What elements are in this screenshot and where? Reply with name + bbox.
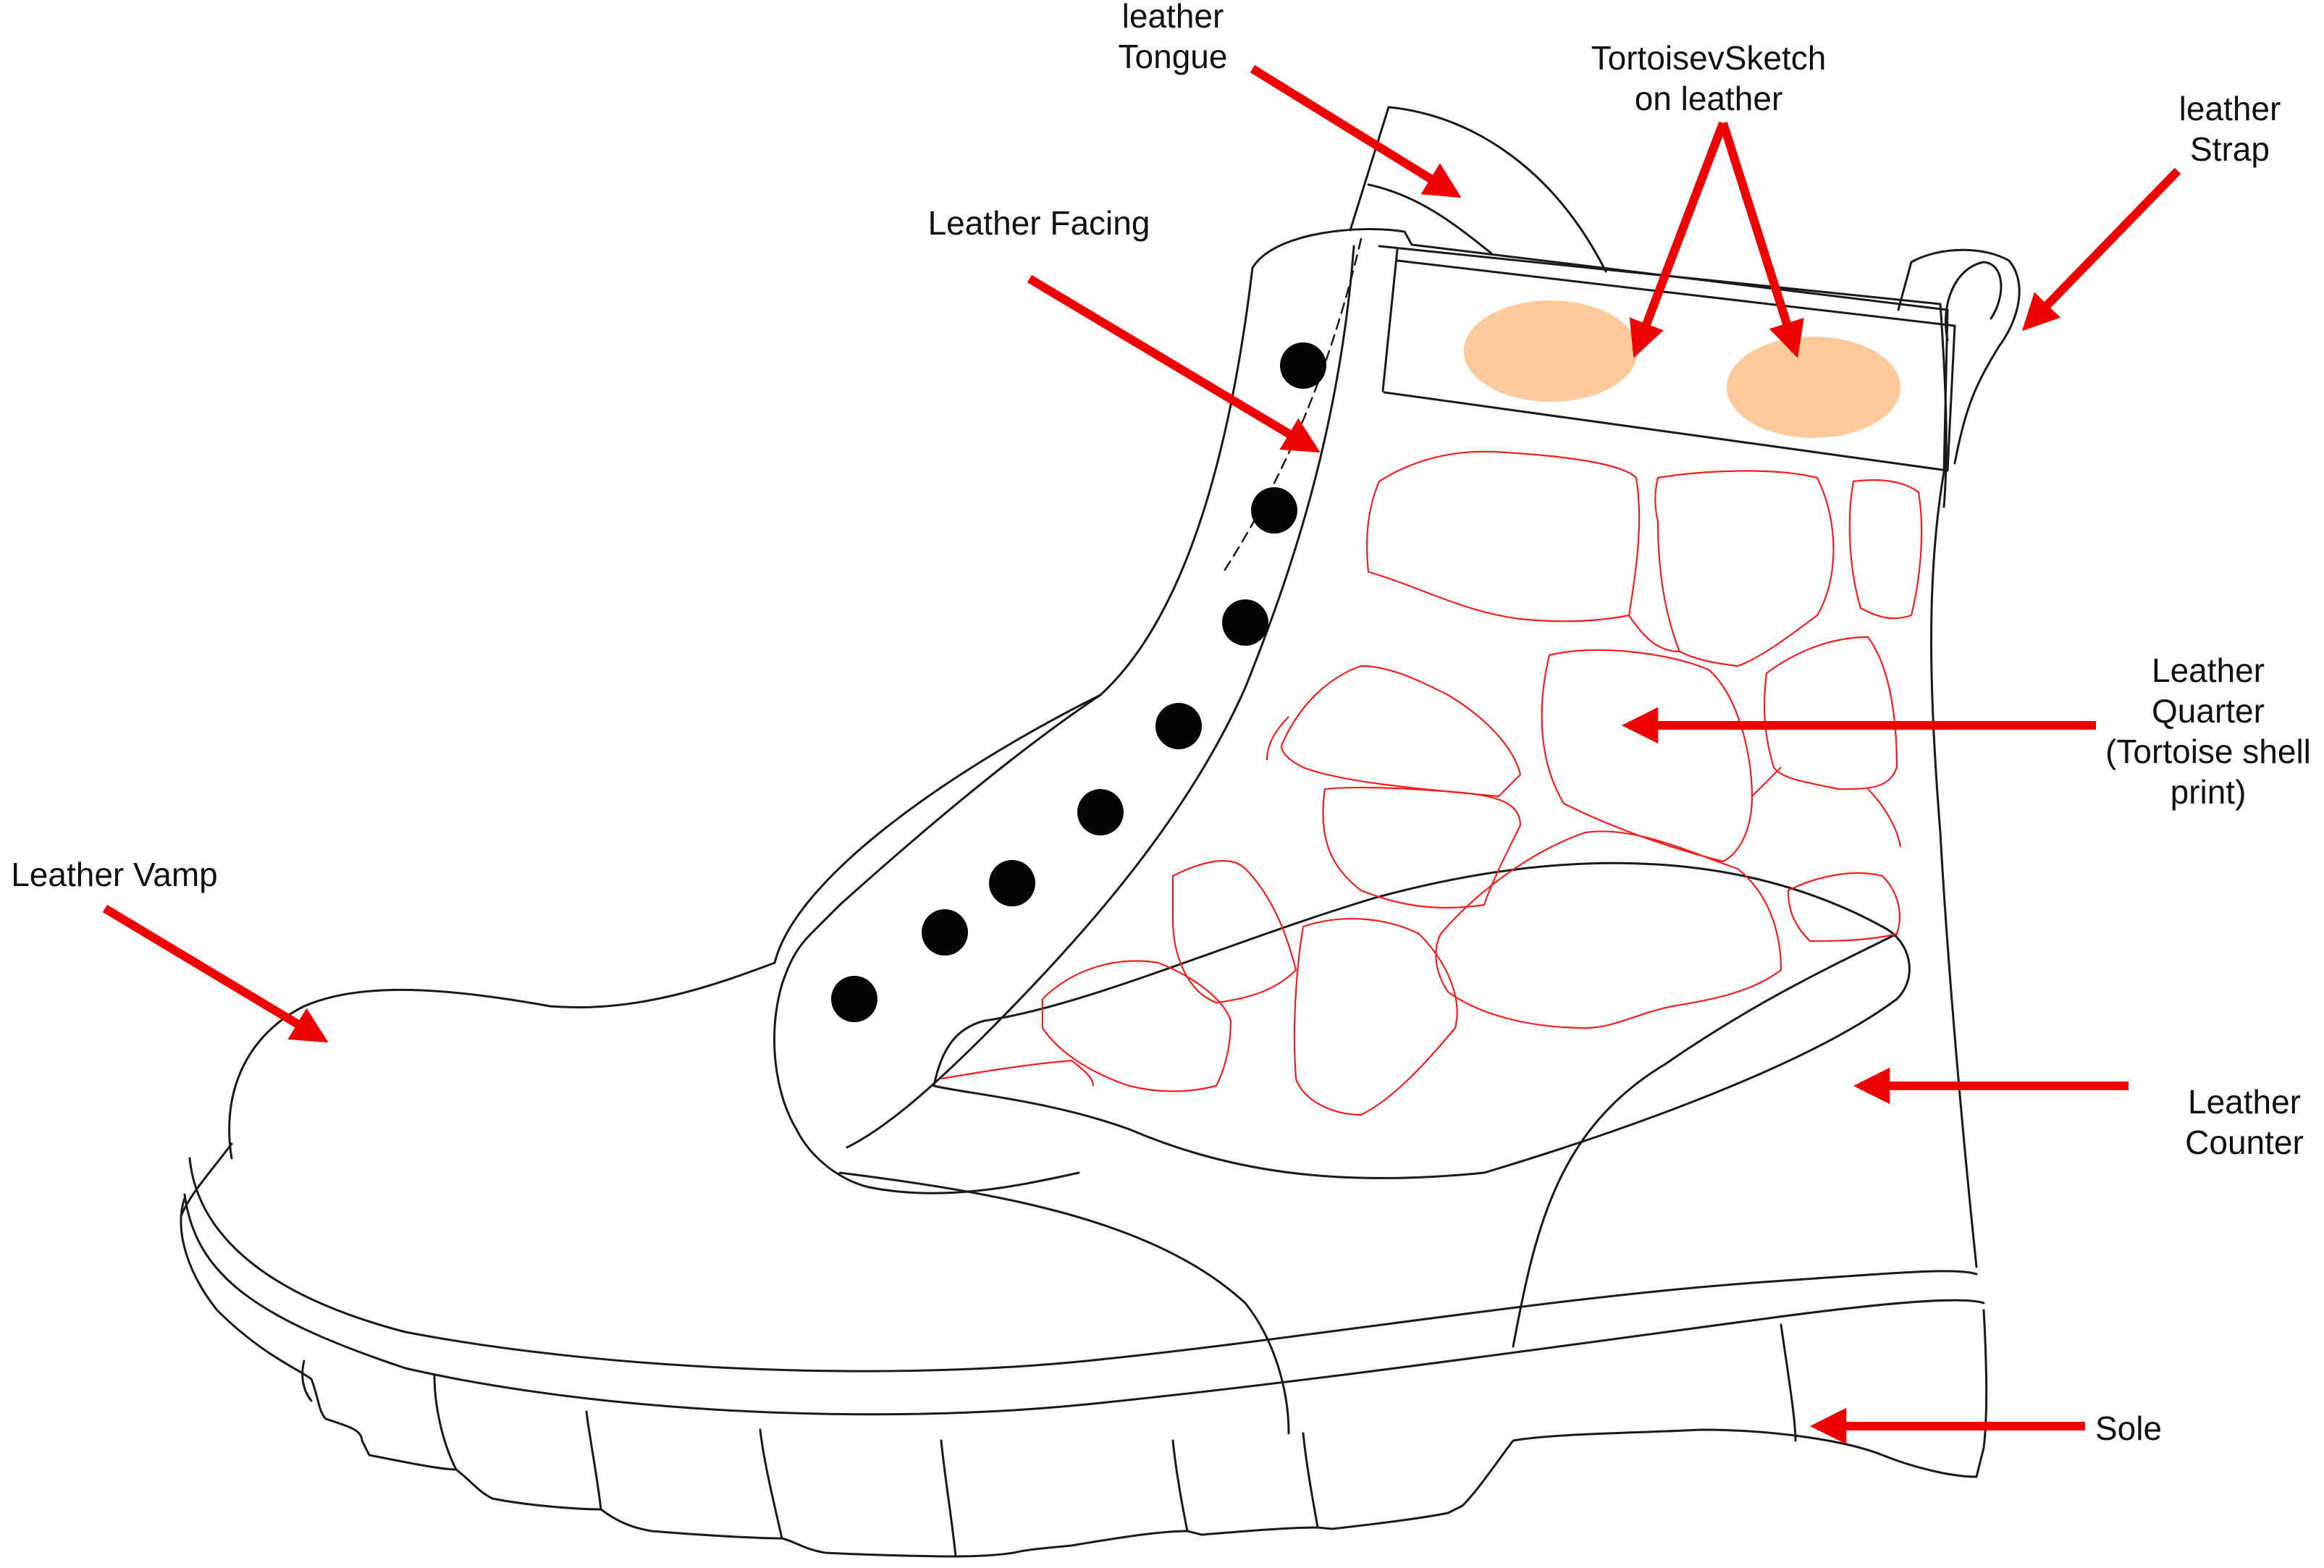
label-strap: leather Strap [2143, 88, 2317, 169]
eyelet [831, 976, 877, 1022]
shell-crack [1867, 788, 1902, 848]
shell-crack [1266, 716, 1289, 761]
eyelet [922, 909, 968, 956]
shell-cell [1171, 860, 1297, 1004]
label-quarter-line-4: print) [2170, 773, 2247, 811]
label-sketch: TortoisevSketch on leather [1542, 38, 1875, 119]
label-strap-line-1: leather [2178, 90, 2281, 127]
shell-crack [1751, 767, 1782, 797]
arrow-sketch-right [1719, 122, 1804, 358]
shell-cell [1654, 470, 1835, 667]
sole-lug-1 [301, 1360, 313, 1402]
sole-lug-4 [759, 1428, 783, 1540]
eyelet [1077, 789, 1124, 835]
sketch-patch-right [1727, 337, 1900, 438]
sole-lug-3 [585, 1410, 602, 1511]
label-strap-line-2: Strap [2190, 130, 2270, 168]
eyelet [1222, 599, 1268, 646]
arrow-strap [2021, 167, 2181, 332]
tortoise-sketch-patches [1464, 300, 1900, 438]
eyelet [989, 860, 1035, 906]
collar-band-top [1396, 259, 1956, 327]
sole-lug-5 [940, 1439, 957, 1558]
shell-cell [1763, 636, 1898, 791]
sole-lug-8 [1780, 1323, 1797, 1442]
arrow-vamp [102, 904, 329, 1043]
welt-bottom-line [183, 1193, 1985, 1416]
sketch-patch-left [1464, 300, 1638, 402]
collar-band-bottom [1383, 391, 1949, 472]
label-facing-line-1: Leather Facing [927, 204, 1150, 242]
label-vamp: Leather Vamp [0, 854, 230, 895]
shell-crack [940, 1059, 1095, 1087]
label-quarter-line-2: Quarter [2152, 692, 2265, 730]
collar-band-right [1946, 324, 1956, 472]
shell-cell [1041, 960, 1232, 1092]
tongue-inner-line [1367, 183, 1493, 255]
strap-loop-outline [1897, 248, 2021, 465]
shell-cell [1293, 917, 1458, 1116]
shell-cell [1848, 479, 1923, 620]
eyelet [1155, 703, 1202, 749]
quarter-panel-outline [932, 861, 1911, 1179]
label-sole: Sole [2085, 1408, 2172, 1449]
sole-outline [180, 1197, 1988, 1558]
strap-loop-inner [1944, 261, 2003, 342]
shell-cell [1787, 872, 1900, 943]
label-counter-line-1: Leather [2187, 1083, 2301, 1121]
label-vamp-line-1: Leather Vamp [11, 856, 218, 893]
label-counter-line-2: Counter [2185, 1124, 2304, 1161]
facing-outer-edge [780, 694, 1102, 986]
label-sole-line-1: Sole [2094, 1409, 2163, 1447]
label-quarter-line-1: Leather [2151, 652, 2265, 689]
welt-top-line [188, 1157, 1978, 1373]
facing-bottom-edge [773, 983, 1080, 1194]
eyelets [831, 342, 1326, 1022]
label-facing: Leather Facing [909, 203, 1169, 243]
label-tongue-line-2: Tongue [1118, 38, 1228, 75]
shell-cell [1541, 649, 1753, 863]
shell-cell [1280, 665, 1522, 798]
sole-lug-6 [1171, 1439, 1189, 1533]
label-counter: Leather Counter [2150, 1082, 2324, 1163]
inner-collar-line [1381, 248, 1399, 392]
label-sketch-line-2: on leather [1634, 80, 1783, 117]
label-quarter: Leather Quarter (Tortoise shell print) [2092, 650, 2324, 812]
arrow-sketch-left [1629, 121, 1727, 358]
label-sketch-line-1: TortoisevSketch [1591, 39, 1827, 77]
vamp-edge [838, 1171, 1290, 1435]
label-tongue-line-1: leather [1121, 0, 1224, 35]
boot-outline [180, 106, 2021, 1558]
label-tongue: leather Tongue [1093, 0, 1252, 77]
shell-cell [1366, 450, 1641, 623]
label-quarter-line-3: (Tortoise shell [2105, 733, 2311, 770]
collar-outline [1378, 245, 1948, 508]
eyelet [1251, 487, 1297, 534]
sole-lug-7 [1302, 1432, 1319, 1529]
boot-upper-outline [228, 228, 1978, 1268]
facing-inner-edge [846, 245, 1355, 1149]
eyelet [1280, 342, 1326, 389]
sole-lug-2 [433, 1374, 458, 1471]
shell-crack [1628, 615, 1680, 653]
counter-edge [1512, 932, 1898, 1348]
shell-cell [1435, 830, 1782, 1029]
callout-arrows [102, 64, 2181, 1445]
tortoise-shell-print [940, 450, 1923, 1116]
facing-stitch-line [1222, 237, 1363, 573]
welt-front-cap [180, 1142, 233, 1218]
shell-cell [1322, 786, 1522, 909]
arrow-tongue [1250, 64, 1462, 198]
arrow-facing [1027, 274, 1321, 453]
tongue-outline [1349, 106, 1607, 273]
